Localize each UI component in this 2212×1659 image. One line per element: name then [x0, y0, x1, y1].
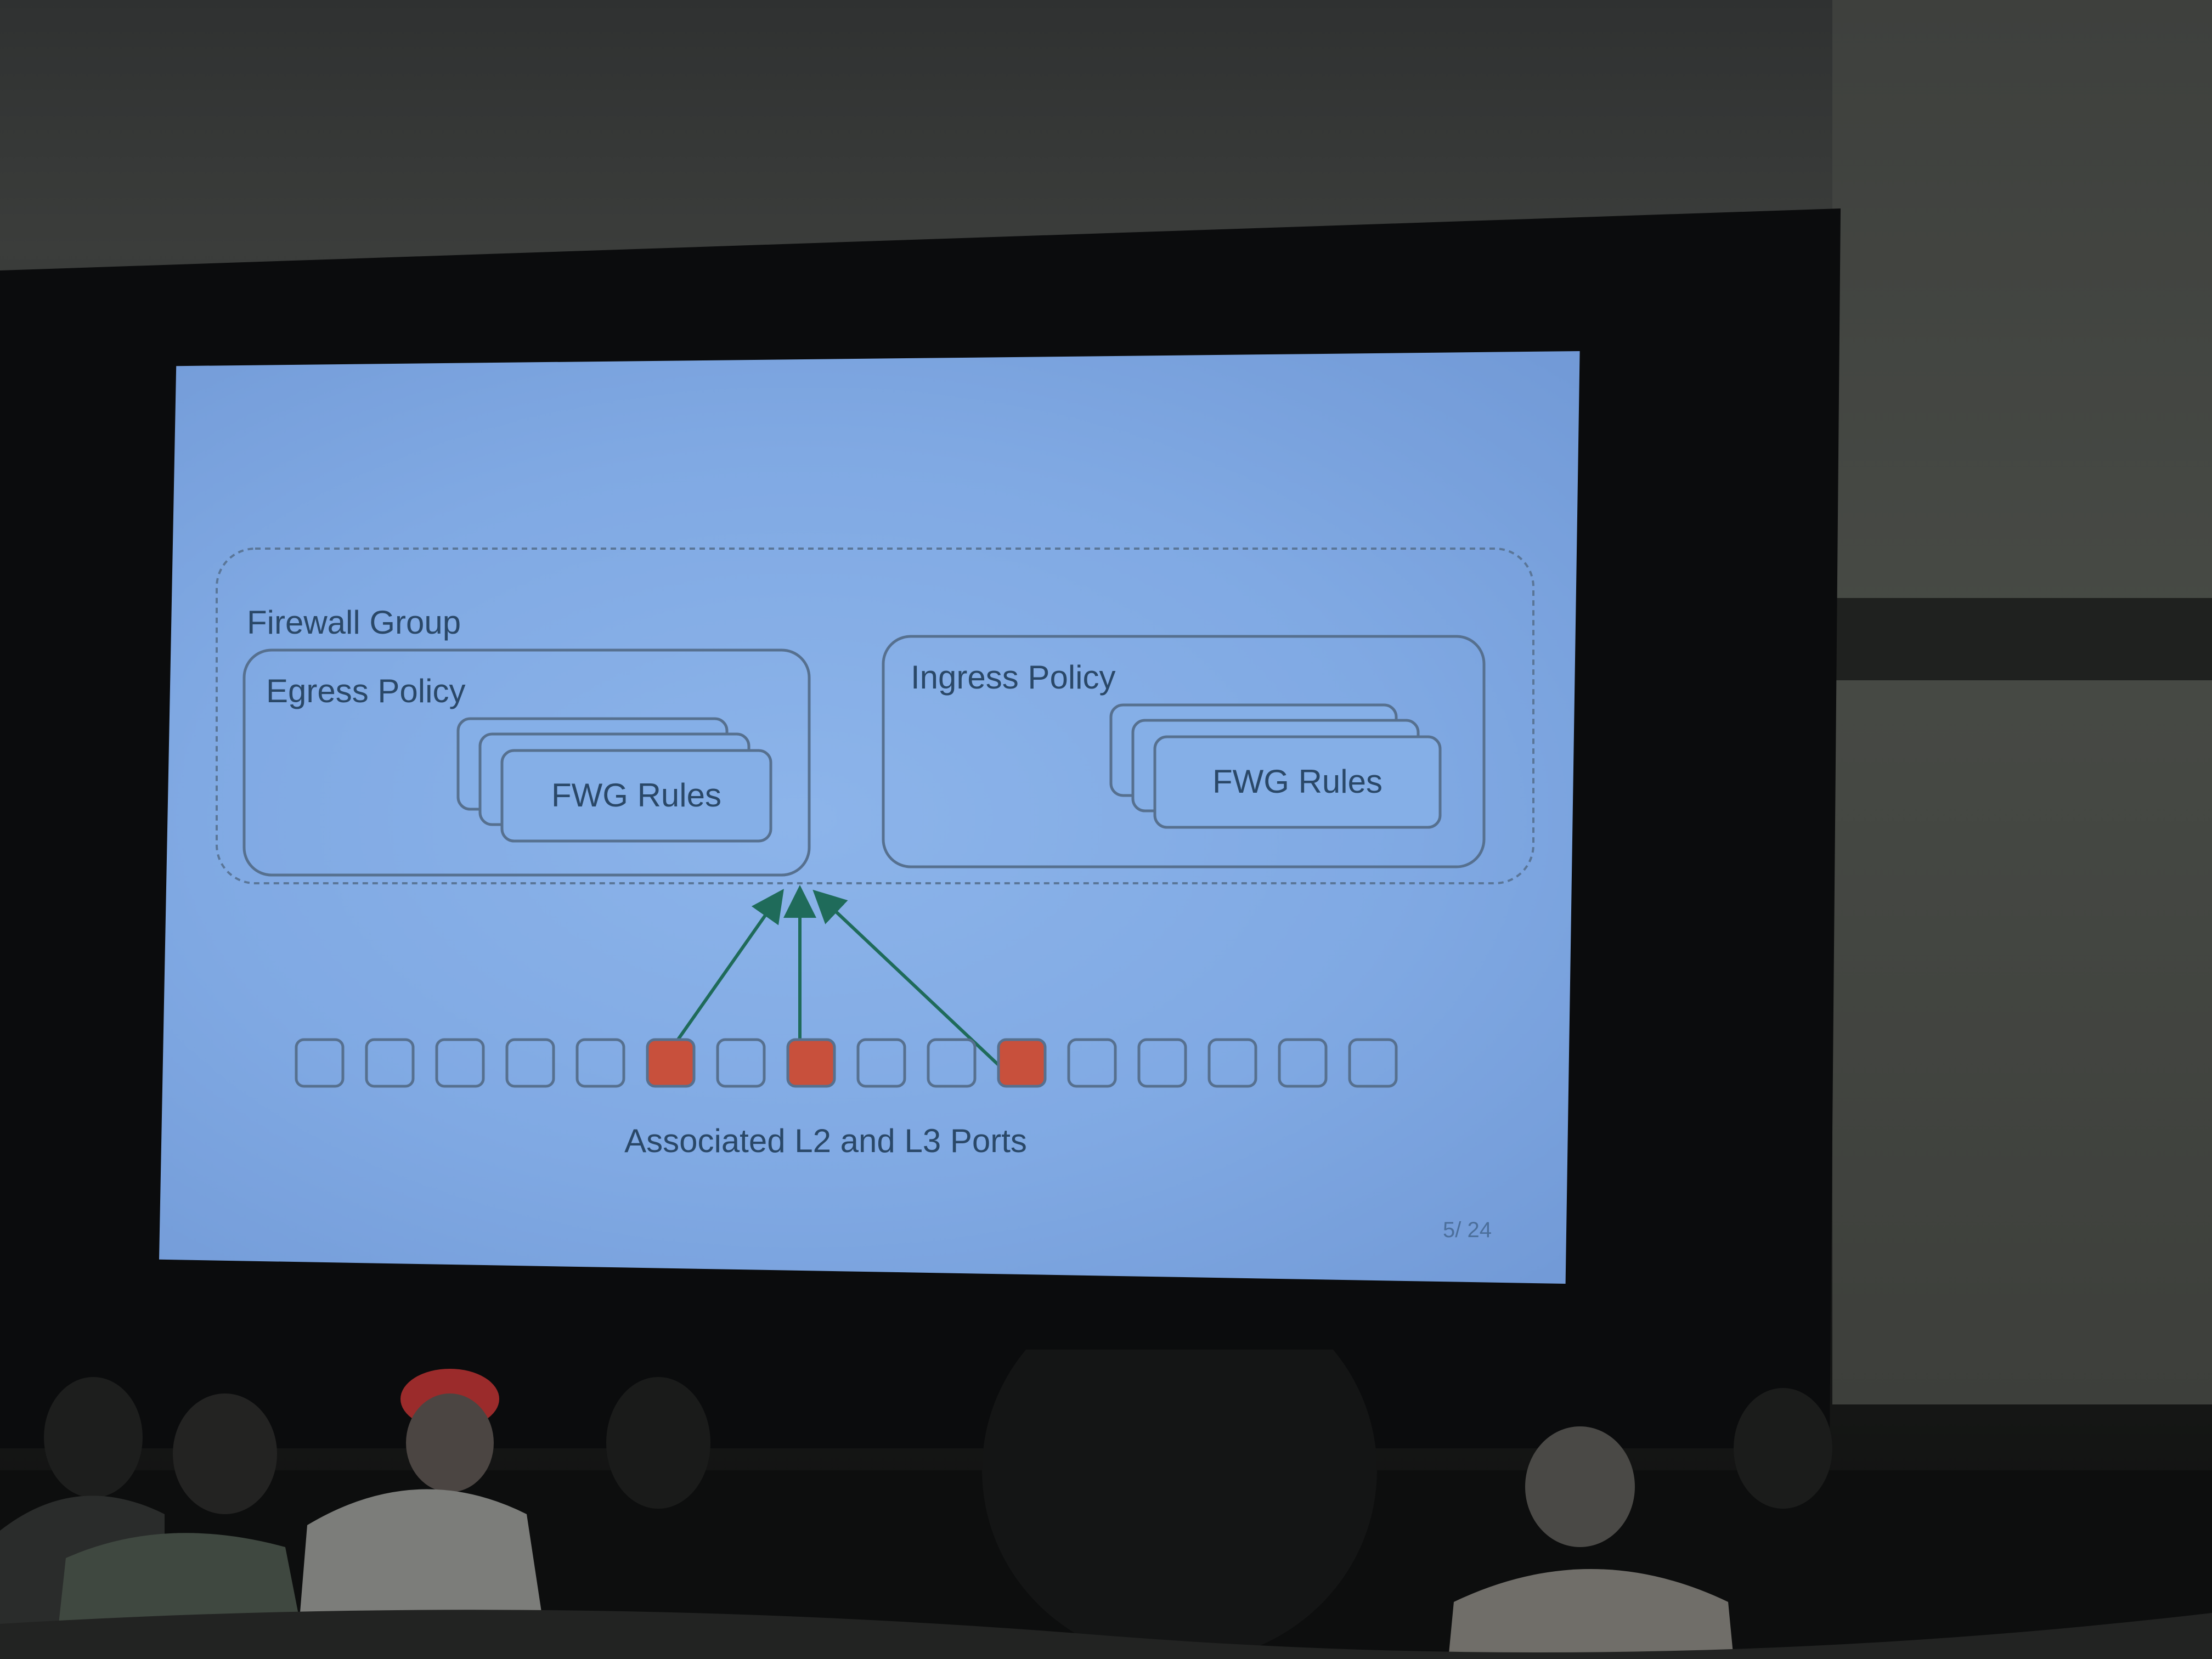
audience-head [1734, 1388, 1832, 1509]
ingress-policy-box [882, 635, 1486, 868]
audience-head [606, 1377, 710, 1509]
egress-policy-box [242, 648, 811, 877]
association-arrow-right [812, 889, 1011, 1077]
ports-row [295, 1038, 1398, 1088]
port [1278, 1038, 1328, 1088]
wall-stripe [1832, 598, 2212, 680]
ingress-rules-label: FWG Rules [1212, 763, 1383, 800]
chair-row [0, 1610, 2212, 1659]
egress-policy-label: Egress Policy [266, 673, 465, 709]
egress-rules-card-front [500, 749, 772, 843]
port [1207, 1038, 1257, 1088]
presentation-slide: Firewall Group Egress Policy FWG Rules I… [159, 351, 1580, 1284]
audience-head [1525, 1426, 1635, 1547]
port [435, 1038, 485, 1088]
port [505, 1038, 555, 1088]
port [1348, 1038, 1398, 1088]
egress-rules-label: FWG Rules [551, 777, 721, 814]
port [927, 1038, 977, 1088]
port [856, 1038, 906, 1088]
port [575, 1038, 625, 1088]
audience-body [1448, 1569, 1734, 1659]
audience-head [173, 1393, 277, 1514]
port-highlighted [786, 1038, 836, 1088]
port-highlighted [646, 1038, 696, 1088]
audience-head [406, 1393, 494, 1492]
slide-page-number: 5/ 24 [1443, 1218, 1492, 1242]
port-highlighted [997, 1038, 1047, 1088]
port [1137, 1038, 1187, 1088]
port [295, 1038, 345, 1088]
slide-diagram: Firewall Group Egress Policy FWG Rules I… [216, 548, 1534, 1242]
audience-head [44, 1377, 143, 1498]
port [365, 1038, 415, 1088]
back-wall [1832, 0, 2212, 1404]
port [716, 1038, 766, 1088]
firewall-group-label: Firewall Group [247, 604, 461, 641]
port [1067, 1038, 1117, 1088]
ingress-rules-card-front [1153, 735, 1442, 829]
ports-label: Associated L2 and L3 Ports [624, 1122, 1027, 1159]
audience-head-foreground [982, 1350, 1377, 1659]
audience [0, 1350, 2212, 1659]
ingress-policy-label: Ingress Policy [911, 659, 1115, 696]
